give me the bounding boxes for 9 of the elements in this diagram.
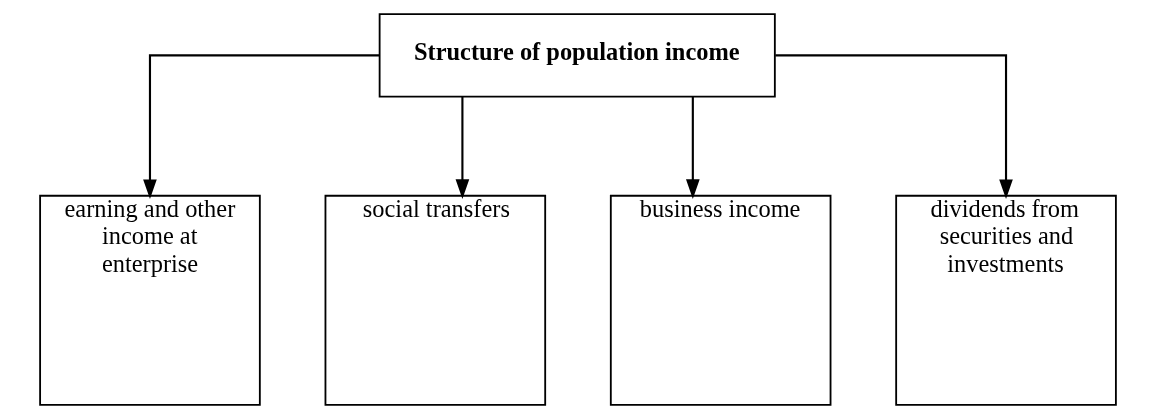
node-box: dividends from securities and investments: [894, 194, 1117, 406]
node-box: earning and other income at enterprise: [38, 194, 261, 406]
node-box: social transfers: [324, 194, 546, 406]
node-box: business income: [609, 194, 831, 406]
arrow: [685, 96, 700, 199]
node-box: Structure of population income: [378, 13, 776, 98]
arrow: [774, 54, 1013, 199]
arrow: [142, 54, 379, 199]
arrow: [455, 96, 469, 199]
